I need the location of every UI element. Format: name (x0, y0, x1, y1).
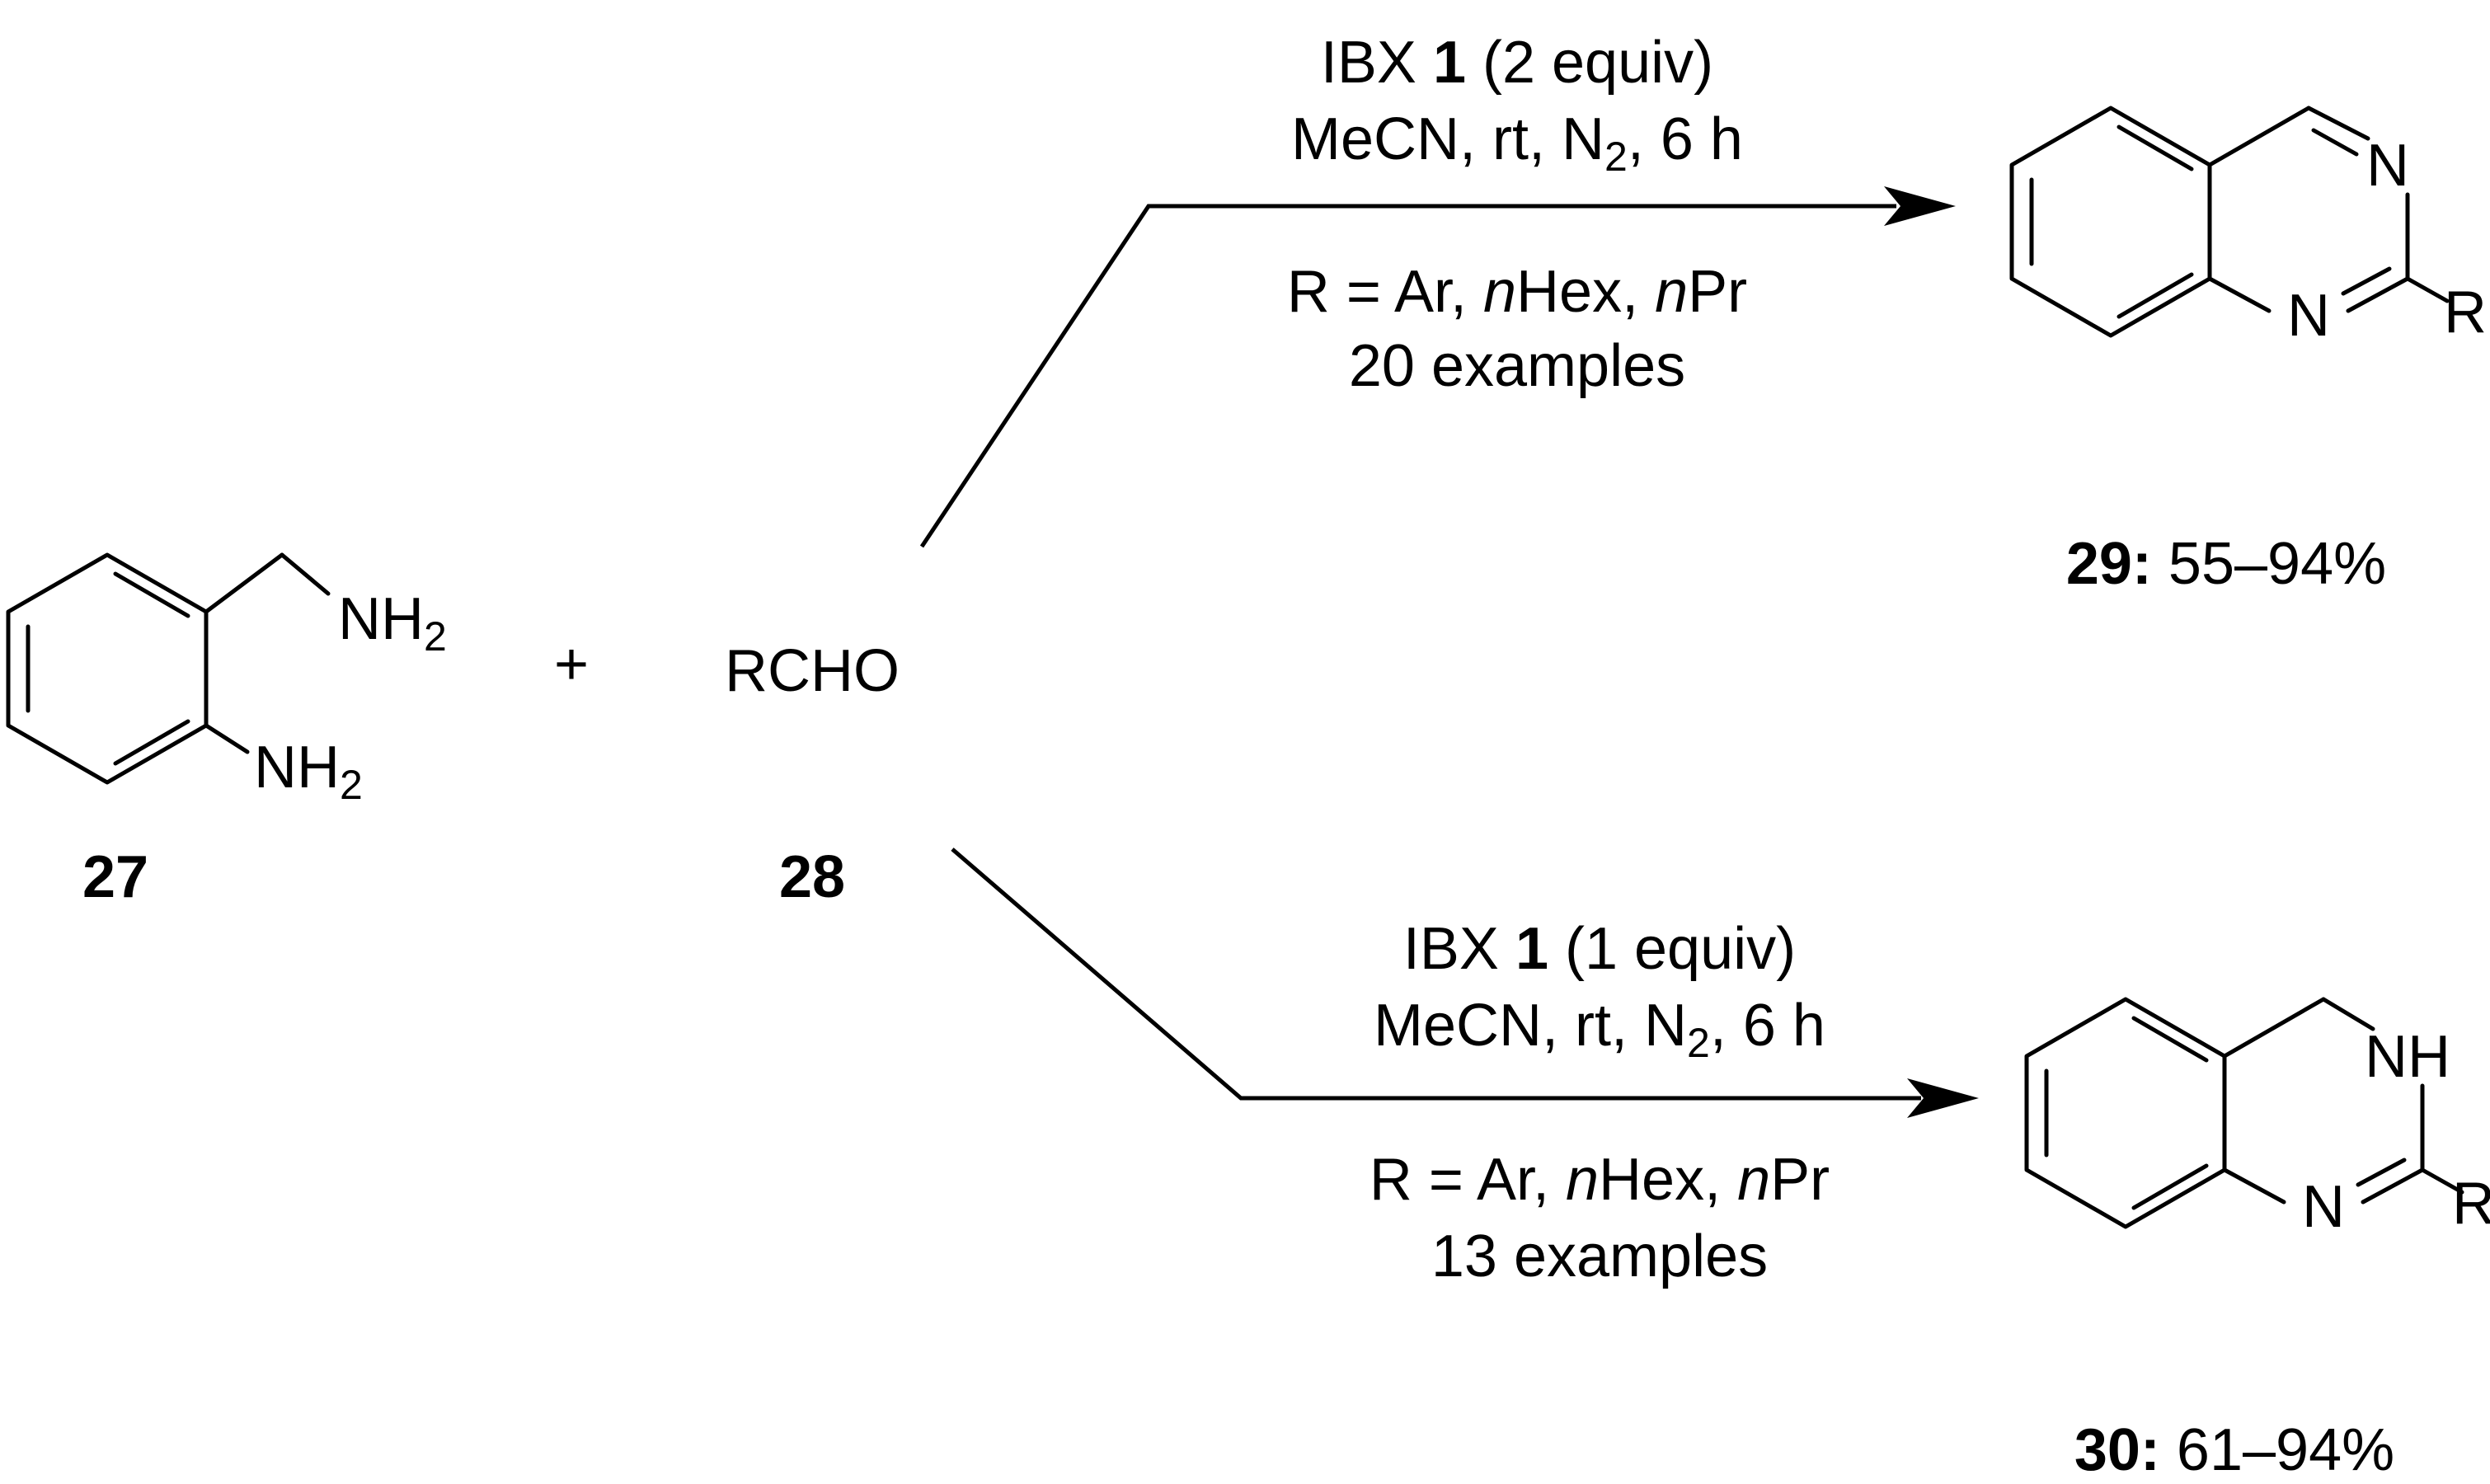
compound-29-yield: 29: 55–94% (2066, 531, 2386, 597)
bottom-conditions-text: MeCN, rt, N2, 6 h (1374, 993, 1825, 1066)
bottom-reagent-text: IBX 1 (1 equiv) (1403, 916, 1796, 982)
double-bond-29-b (2116, 124, 2194, 171)
double-bond-30-b (2131, 1016, 2209, 1063)
c2-r-bond-29 (2405, 276, 2450, 303)
c4-n3-double-29 (2311, 128, 2359, 157)
bottom-scope-text: R = Ar, nHex, nPr (1370, 1147, 1830, 1213)
top-examples-text: 20 examples (1349, 333, 1685, 399)
c2-r-bond-30 (2420, 1167, 2464, 1195)
c2-n1-double-30 (2356, 1158, 2407, 1187)
atom-n1-30: N (2302, 1174, 2345, 1240)
c4-n3-bond-29 (2306, 106, 2370, 141)
n1-c8a-bond-30 (2222, 1167, 2286, 1205)
double-bond-27-b (113, 571, 190, 618)
atom-nh-30: NH (2365, 1024, 2450, 1090)
bottom-reaction-arrowhead (1907, 1078, 1979, 1118)
plus-sign: + (554, 632, 589, 697)
double-bond-27-c (113, 719, 190, 766)
double-bond-30-c (2131, 1163, 2209, 1210)
compound-30-yield: 30: 61–94% (2074, 1417, 2394, 1483)
top-reaction-arrowhead (1884, 186, 1956, 226)
top-conditions-text: MeCN, rt, N2, 6 h (1291, 106, 1743, 180)
amine-bottom-label: NH2 (254, 735, 363, 808)
amine-top-label: NH2 (338, 586, 447, 660)
compound-28-number: 28 (779, 844, 845, 910)
aldehyde-formula: RCHO (725, 638, 900, 704)
double-bond-29-c (2116, 272, 2194, 319)
atom-n3-29: N (2366, 133, 2409, 199)
atom-n1-29: N (2287, 283, 2330, 349)
compound-27-structure (6, 552, 331, 785)
atom-r-30: R (2452, 1171, 2490, 1237)
compound-27-number: 27 (82, 844, 148, 910)
top-reaction-arrow-line (919, 204, 1896, 548)
top-scope-text: R = Ar, nHex, nPr (1287, 259, 1747, 325)
c4-n3-bond-30 (2321, 997, 2375, 1031)
benzene-ring-27 (6, 552, 209, 785)
bottom-examples-text: 13 examples (1431, 1223, 1768, 1289)
ch2-bond-27 (204, 552, 284, 614)
c4-bond-29 (2207, 106, 2311, 167)
benzo-ring-29 (2009, 106, 2212, 338)
c4-bond-30 (2222, 997, 2326, 1059)
top-reagent-text: IBX 1 (2 equiv) (1321, 30, 1713, 96)
bottom-reaction-arrow-line (951, 848, 1921, 1101)
ch2-n-bond-27 (280, 552, 331, 596)
c2-n1-double-29 (2341, 266, 2392, 296)
c2-n1-bond-30 (2361, 1167, 2425, 1205)
compound-29-structure (2009, 106, 2450, 338)
atom-r-29: R (2444, 279, 2487, 345)
ring-n-bond-27 (204, 723, 250, 754)
compound-30-structure (2024, 997, 2464, 1229)
n1-c8a-bond-29 (2207, 276, 2272, 313)
c2-n1-bond-29 (2346, 276, 2410, 313)
benzo-ring-30 (2024, 997, 2227, 1229)
